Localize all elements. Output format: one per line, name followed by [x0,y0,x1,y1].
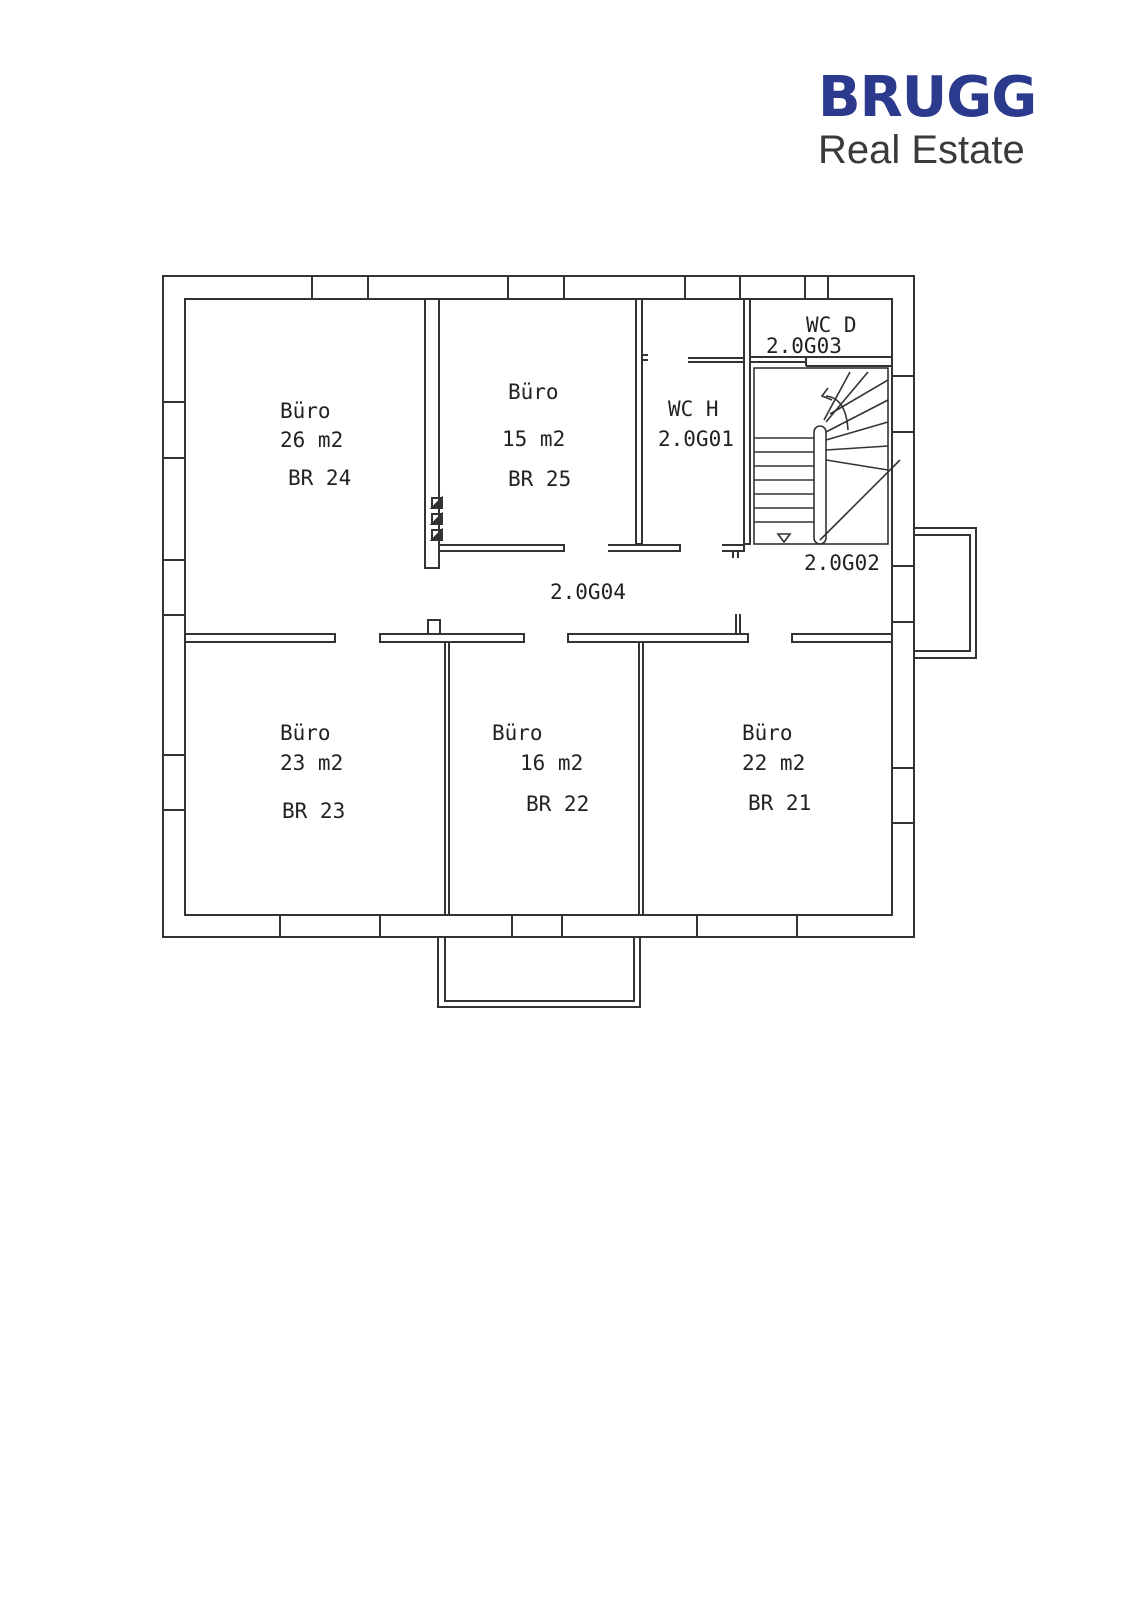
room-br23-area: 23 m2 [280,751,343,775]
room-stair-code: 2.0G02 [804,551,880,575]
room-br25-area: 15 m2 [502,427,565,451]
staircase [753,367,901,545]
room-br22-name: Büro [492,721,543,745]
logo-subtitle: Real Estate [818,128,1025,172]
room-corridor-code: 2.0G04 [550,580,626,604]
room-br22-area: 16 m2 [520,751,583,775]
room-wch-name: WC H [668,397,719,421]
room-br24-area: 26 m2 [280,428,343,452]
room-wch-code: 2.0G01 [658,427,734,451]
room-br23-name: Büro [280,721,331,745]
brugg-logo: BRUGG Real Estate [818,65,1048,173]
room-br25-code: BR 25 [508,467,571,491]
room-br21-code: BR 21 [748,791,811,815]
room-labels: Büro 26 m2 BR 24 Büro 15 m2 BR 25 WC H 2… [280,313,880,823]
room-br25-name: Büro [508,380,559,404]
room-br24-name: Büro [280,399,331,423]
logo-brand: BRUGG [818,65,1037,130]
room-br23-code: BR 23 [282,799,345,823]
walls [162,275,977,1008]
room-br22-code: BR 22 [526,792,589,816]
room-br21-area: 22 m2 [742,751,805,775]
room-br21-name: Büro [742,721,793,745]
inner-wall [184,298,893,916]
outer-wall [162,275,915,938]
room-br24-code: BR 24 [288,466,351,490]
room-wcd-code: 2.0G03 [766,334,842,358]
room-wcd-name: WC D [806,313,857,337]
